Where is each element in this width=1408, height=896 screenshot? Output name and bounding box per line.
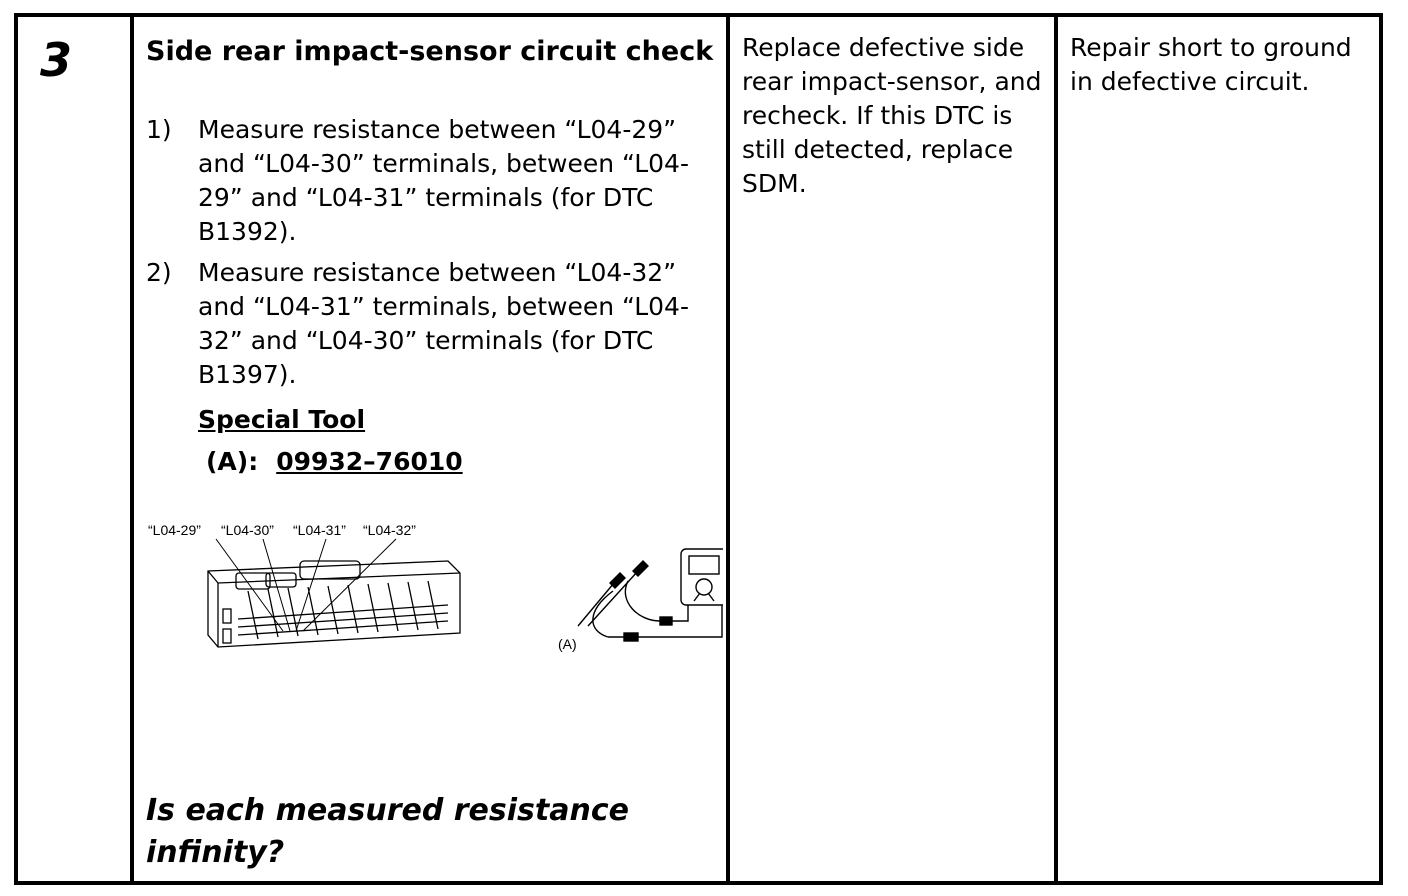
special-tool-heading: Special Tool — [198, 405, 366, 434]
tool-callout: (A) — [558, 636, 577, 652]
yes-action-text: Replace defective side rear impact-senso… — [742, 33, 1042, 198]
connector-icon — [207, 560, 461, 648]
column-divider — [1054, 17, 1058, 881]
diagnostic-step-table: 3 Side rear impact-sensor circuit check … — [14, 13, 1383, 885]
multimeter-icon — [577, 548, 723, 642]
terminal-label: “L04-31” — [293, 522, 346, 538]
terminal-label: “L04-32” — [363, 522, 416, 538]
step-number: 3 — [40, 33, 73, 87]
tool-part-number: 09932–76010 — [276, 447, 463, 476]
special-tool-row: (A): 09932–76010 — [206, 445, 463, 479]
item-number: 1) — [146, 115, 172, 144]
terminal-label: “L04-30” — [221, 522, 274, 538]
terminal-label: “L04-29” — [148, 522, 201, 538]
no-action-text: Repair short to ground in defective circ… — [1070, 33, 1352, 96]
tool-label: (A): — [206, 447, 259, 476]
column-divider — [130, 17, 134, 881]
item-text: Measure resistance between “L04-32” and … — [198, 258, 689, 389]
item-text: Measure resistance between “L04-29” and … — [198, 115, 689, 246]
check-question: Is each measured resistance infinity? — [146, 793, 629, 870]
procedure-title: Side rear impact-sensor circuit check — [146, 36, 714, 67]
leader-lines — [215, 538, 397, 632]
connector-measurement-illustration: “L04-29” “L04-30” “L04-31” “L04-32” — [148, 522, 723, 652]
item-number: 2) — [146, 258, 172, 287]
column-divider — [726, 17, 730, 881]
